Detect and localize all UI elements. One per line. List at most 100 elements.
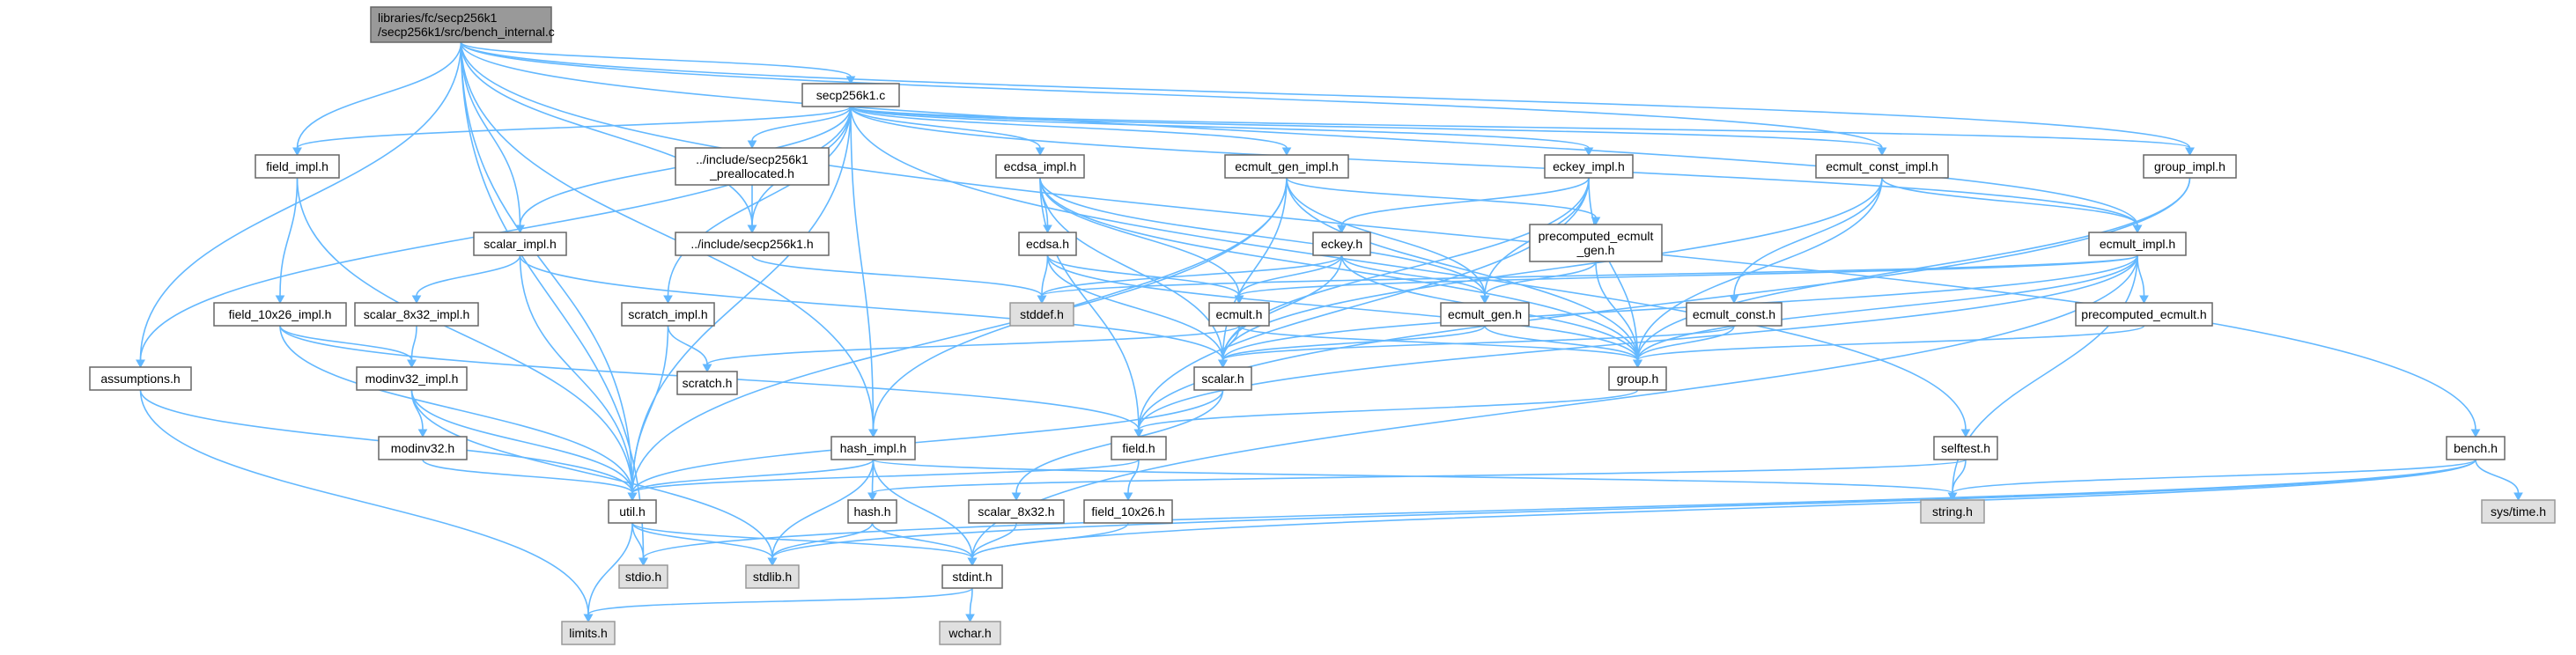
node-label-stddef: stddef.h xyxy=(1020,307,1064,321)
arrowhead-ecmult_impl-to-stddef xyxy=(1037,295,1047,305)
node-box-precomp_ecmult xyxy=(2075,302,2213,327)
edge-eckey_h-to-ecmult_gen_h xyxy=(1340,254,1486,297)
node-ecmult_const_impl[interactable]: ecmult_const_impl.h xyxy=(1815,154,1949,179)
node-ecmult_gen_h[interactable]: ecmult_gen.h xyxy=(1440,302,1530,327)
node-modinv32_impl[interactable]: modinv32_impl.h xyxy=(356,366,468,391)
node-label-include_prealloc: ../include/secp256k1 xyxy=(696,152,808,166)
node-label-ecmult_h: ecmult.h xyxy=(1216,307,1263,321)
node-string_h[interactable]: string.h xyxy=(1920,499,1985,524)
node-stdint[interactable]: stdint.h xyxy=(941,564,1003,589)
node-modinv32_h[interactable]: modinv32.h xyxy=(378,436,468,460)
node-label-precomp_gen: _gen.h xyxy=(1576,243,1615,257)
node-label-hash_impl: hash_impl.h xyxy=(840,441,907,455)
node-scratch_h[interactable]: scratch.h xyxy=(676,371,738,395)
node-box-scratch_h xyxy=(676,371,738,395)
edge-ecdsa_h-to-group_h xyxy=(1046,254,1639,361)
edge-root-to-ecmult_const_impl xyxy=(460,41,1883,149)
node-precomp_ecmult[interactable]: precomputed_ecmult.h xyxy=(2075,302,2213,327)
node-box-stdlib xyxy=(745,564,800,589)
edge-secp256k1_c-to-scratch_impl xyxy=(667,106,852,297)
node-field_10x26[interactable]: field_10x26.h xyxy=(1083,499,1173,524)
node-precomp_gen[interactable]: precomputed_ecmult_gen.h xyxy=(1529,224,1663,262)
edge-secp256k1_c-to-ecmult_gen_impl xyxy=(850,106,1288,149)
node-stddef[interactable]: stddef.h xyxy=(1009,302,1074,327)
edge-ecdsa_h-to-scalar_h xyxy=(1046,254,1224,361)
node-label-stdio: stdio.h xyxy=(625,570,661,584)
node-label-field_h: field.h xyxy=(1122,441,1155,455)
edge-root-to-bench_h xyxy=(460,41,2476,431)
edge-secp256k1_c-to-ecmult_const_impl xyxy=(850,106,1883,149)
node-selftest[interactable]: selftest.h xyxy=(1933,436,1998,460)
node-field_impl[interactable]: field_impl.h xyxy=(255,154,340,179)
node-stdlib[interactable]: stdlib.h xyxy=(745,564,800,589)
arrowhead-secp256k1_c-to-ecmult_const_impl xyxy=(1877,147,1887,157)
node-ecmult_gen_impl[interactable]: ecmult_gen_impl.h xyxy=(1224,154,1349,179)
node-label-ecdsa_h: ecdsa.h xyxy=(1026,237,1069,251)
node-include_prealloc[interactable]: ../include/secp256k1_preallocated.h xyxy=(675,147,830,186)
node-field_10x26_impl[interactable]: field_10x26_impl.h xyxy=(213,302,347,327)
node-eckey_impl[interactable]: eckey_impl.h xyxy=(1544,154,1634,179)
node-label-ecdsa_impl: ecdsa_impl.h xyxy=(1004,159,1077,173)
edge-secp256k1_c-to-util_h xyxy=(631,106,852,494)
node-hash_h[interactable]: hash.h xyxy=(847,499,897,524)
node-ecmult_h[interactable]: ecmult.h xyxy=(1208,302,1270,327)
edge-ecdsa_h-to-stddef xyxy=(1041,254,1049,297)
node-limits[interactable]: limits.h xyxy=(561,621,616,645)
edge-field_impl-to-field_10x26_impl xyxy=(279,177,299,297)
node-label-scalar_h: scalar.h xyxy=(1201,372,1244,386)
node-ecdsa_impl[interactable]: ecdsa_impl.h xyxy=(995,154,1085,179)
node-field_h[interactable]: field.h xyxy=(1111,436,1167,460)
arrowhead-scalar_8x32_impl-to-modinv32_impl xyxy=(407,359,417,369)
edge-secp256k1_c-to-ecdsa_impl xyxy=(850,106,1041,149)
node-label-wchar: wchar.h xyxy=(948,626,991,640)
node-box-ecmult_gen_h xyxy=(1440,302,1530,327)
arrowhead-include_prealloc-to-include_secp xyxy=(747,224,757,234)
node-scratch_impl[interactable]: scratch_impl.h xyxy=(621,302,715,327)
edge-ecmult_gen_impl-to-scalar_h xyxy=(1222,177,1288,361)
node-ecmult_const_h[interactable]: ecmult_const.h xyxy=(1686,302,1783,327)
node-ecmult_impl[interactable]: ecmult_impl.h xyxy=(2088,232,2187,256)
node-box-selftest xyxy=(1933,436,1998,460)
node-group_h[interactable]: group.h xyxy=(1608,366,1667,391)
arrowhead-modinv32_impl-to-modinv32_h xyxy=(417,429,428,438)
edge-root-to-assumptions xyxy=(139,41,462,361)
node-eckey_h[interactable]: eckey.h xyxy=(1312,232,1371,256)
node-assumptions[interactable]: assumptions.h xyxy=(89,366,192,391)
edge-field_10x26-to-stdint xyxy=(971,522,1129,559)
edge-root-to-stdio xyxy=(460,41,645,559)
node-stdio[interactable]: stdio.h xyxy=(618,564,668,589)
node-box-include_secp xyxy=(675,232,830,256)
node-label-scalar_8x32_impl: scalar_8x32_impl.h xyxy=(364,307,470,321)
node-bench_h[interactable]: bench.h xyxy=(2446,436,2506,460)
node-scalar_h[interactable]: scalar.h xyxy=(1193,366,1252,391)
node-label-include_prealloc: _preallocated.h xyxy=(709,166,794,180)
node-systime[interactable]: sys/time.h xyxy=(2481,499,2556,524)
node-label-scratch_h: scratch.h xyxy=(683,376,733,390)
arrowhead-secp256k1_c-to-group_impl xyxy=(2185,147,2195,157)
node-hash_impl[interactable]: hash_impl.h xyxy=(830,436,916,460)
edge-hash_impl-to-stdlib xyxy=(771,459,875,559)
node-root[interactable]: libraries/fc/secp256k1/secp256k1/src/ben… xyxy=(370,6,555,43)
node-secp256k1_c[interactable]: secp256k1.c xyxy=(801,83,900,107)
node-wchar[interactable]: wchar.h xyxy=(939,621,1001,645)
node-include_secp[interactable]: ../include/secp256k1.h xyxy=(675,232,830,256)
edge-root-to-include_secp xyxy=(460,41,753,226)
node-group_impl[interactable]: group_impl.h xyxy=(2143,154,2237,179)
node-label-systime: sys/time.h xyxy=(2491,504,2546,519)
edge-ecmult_const_h-to-group_h xyxy=(1636,325,1735,361)
node-label-eckey_impl: eckey_impl.h xyxy=(1553,159,1625,173)
arrowhead-bench_h-to-string_h xyxy=(1947,492,1958,502)
arrowhead-root-to-bench_h xyxy=(2470,429,2481,438)
node-label-field_impl: field_impl.h xyxy=(266,159,328,173)
node-scalar_impl[interactable]: scalar_impl.h xyxy=(473,232,567,256)
edge-eckey_h-to-scalar_h xyxy=(1222,254,1343,361)
node-ecdsa_h[interactable]: ecdsa.h xyxy=(1018,232,1077,256)
node-scalar_8x32_impl[interactable]: scalar_8x32_impl.h xyxy=(354,302,479,327)
node-util_h[interactable]: util.h xyxy=(608,499,657,524)
arrowhead-secp256k1_c-to-ecdsa_impl xyxy=(1035,147,1045,157)
edge-hash_impl-to-stdint xyxy=(872,459,973,559)
node-label-selftest: selftest.h xyxy=(1941,441,1990,455)
edge-field_h-to-field_10x26 xyxy=(1127,459,1140,494)
node-scalar_8x32[interactable]: scalar_8x32.h xyxy=(968,499,1065,524)
edge-field_10x26_impl-to-util_h xyxy=(279,325,633,494)
